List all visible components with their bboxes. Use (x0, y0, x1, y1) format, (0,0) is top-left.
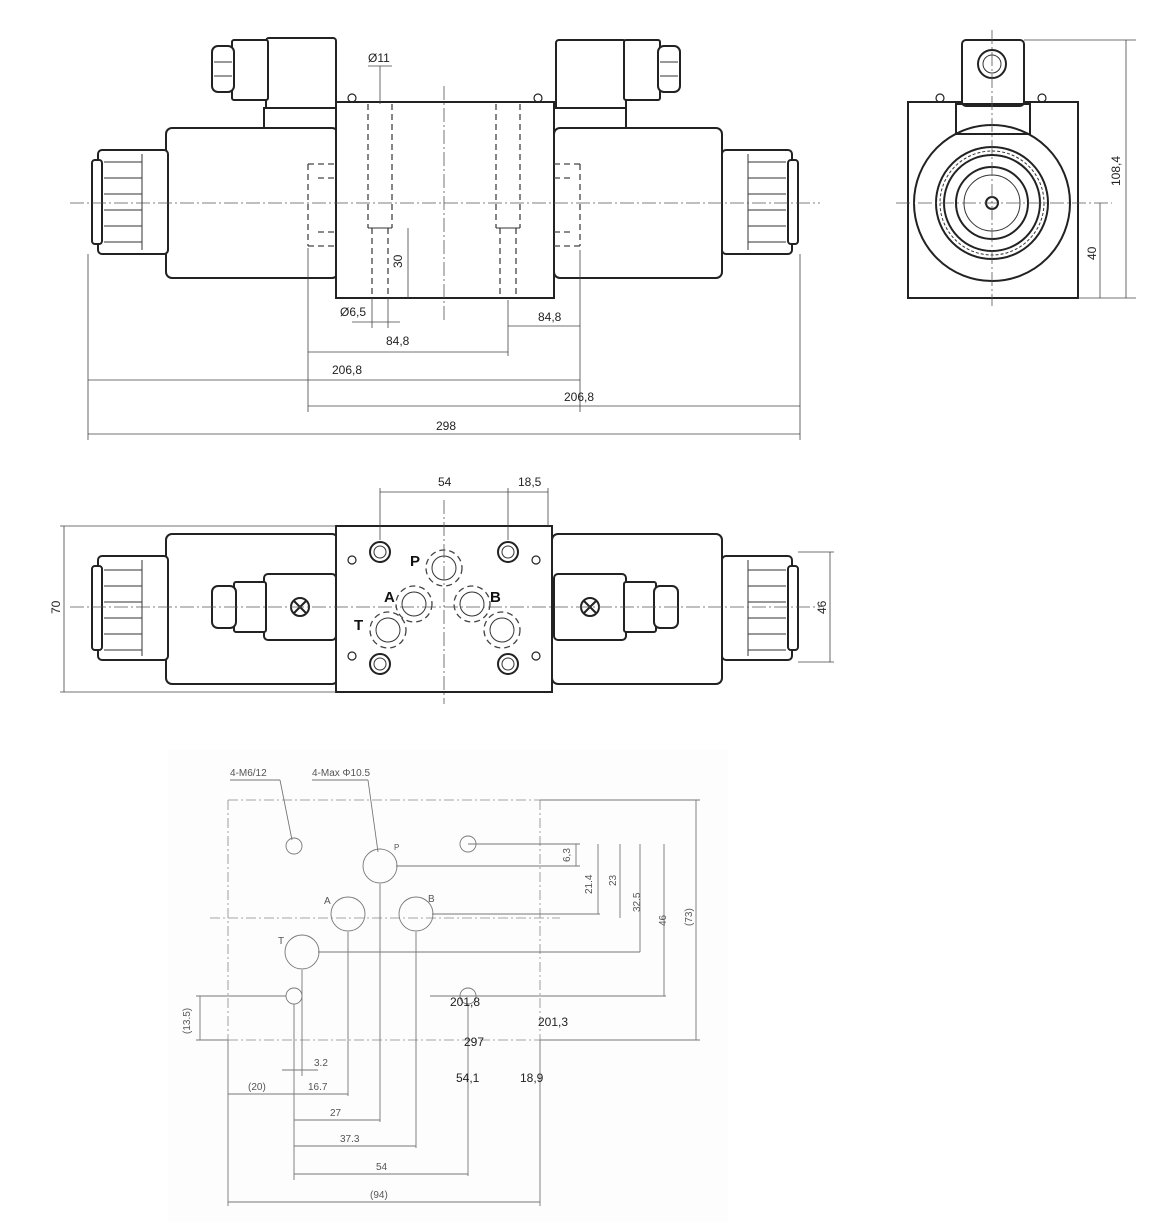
right-connector-plug (553, 39, 681, 139)
front-left-knob (91, 555, 169, 661)
mp-dim-20: (20) (248, 1082, 266, 1093)
mp-dim-94: (94) (370, 1190, 388, 1201)
dim-port-diameter: Ø11 (368, 51, 390, 65)
dim-bore-depth: 30 (391, 254, 405, 268)
mp-label-bolts: 4-M6/12 (230, 768, 267, 779)
mp-label-ports: 4-Max Φ10.5 (312, 768, 370, 779)
dim-bolt-diameter: Ø6,5 (340, 305, 366, 319)
top-view: Ø11 30 Ø6,5 84,8 84,8 206,8 206,8 298 (70, 37, 820, 440)
mp-overlay-201-8: 201,8 (450, 995, 480, 1009)
mp-port-p: P (394, 843, 399, 852)
mp-dim-46: 46 (658, 914, 669, 926)
mp-dim-3-2: 3.2 (314, 1058, 328, 1069)
mp-overlay-54-1: 54,1 (456, 1071, 480, 1085)
mp-dim-32-5: 32.5 (632, 892, 643, 912)
front-view: P A B T 54 18,5 70 46 (49, 475, 834, 704)
left-connector-plug (211, 37, 339, 139)
mp-overlay-201-3: 201,3 (538, 1015, 568, 1029)
valve-body (335, 101, 555, 299)
mounting-pattern: 4-M6/12 4-Max Φ10.5 P A B T 6,3 21.4 23 … (168, 750, 728, 1222)
mp-dim-23: 23 (608, 874, 619, 886)
dim-front-width: 70 (49, 600, 63, 614)
port-label-t: T (354, 617, 363, 634)
dim-port-center: 54 (438, 475, 452, 489)
dim-port-spacing-left: 84,8 (386, 334, 410, 348)
front-right-knob (721, 555, 799, 661)
dim-half-length-right: 206,8 (564, 390, 594, 404)
port-label-b: B (490, 589, 501, 606)
dim-axis-height: 40 (1085, 246, 1099, 260)
mp-dim-16-7: 16.7 (308, 1082, 328, 1093)
mp-port-a: A (324, 896, 331, 907)
mp-dim-27: 27 (330, 1108, 342, 1119)
left-override-knob (91, 149, 169, 255)
mp-overlay-297: 297 (464, 1035, 484, 1049)
dim-body-height: 46 (815, 600, 829, 614)
dim-total-length: 298 (436, 419, 456, 433)
right-override-knob (721, 149, 799, 255)
dim-half-length-left: 206,8 (332, 363, 362, 377)
mp-dim-6-3: 6,3 (562, 848, 573, 862)
mp-dim-73: (73) (684, 908, 695, 926)
side-view: 108,4 40 (896, 30, 1136, 306)
dim-port-offset: 18,5 (518, 475, 542, 489)
mp-port-b: B (428, 894, 435, 905)
port-label-p: P (410, 553, 420, 570)
mp-dim-37-3: 37.3 (340, 1134, 360, 1145)
port-label-a: A (384, 589, 395, 606)
mp-overlay-18-9: 18,9 (520, 1071, 544, 1085)
mp-port-t: T (278, 936, 284, 947)
dim-side-height: 108,4 (1109, 156, 1123, 186)
dim-port-spacing-right: 84,8 (538, 310, 562, 324)
mp-dim-21-4: 21.4 (584, 874, 595, 894)
mp-dim-54: 54 (376, 1162, 388, 1173)
mp-dim-13-5: (13.5) (182, 1008, 193, 1034)
